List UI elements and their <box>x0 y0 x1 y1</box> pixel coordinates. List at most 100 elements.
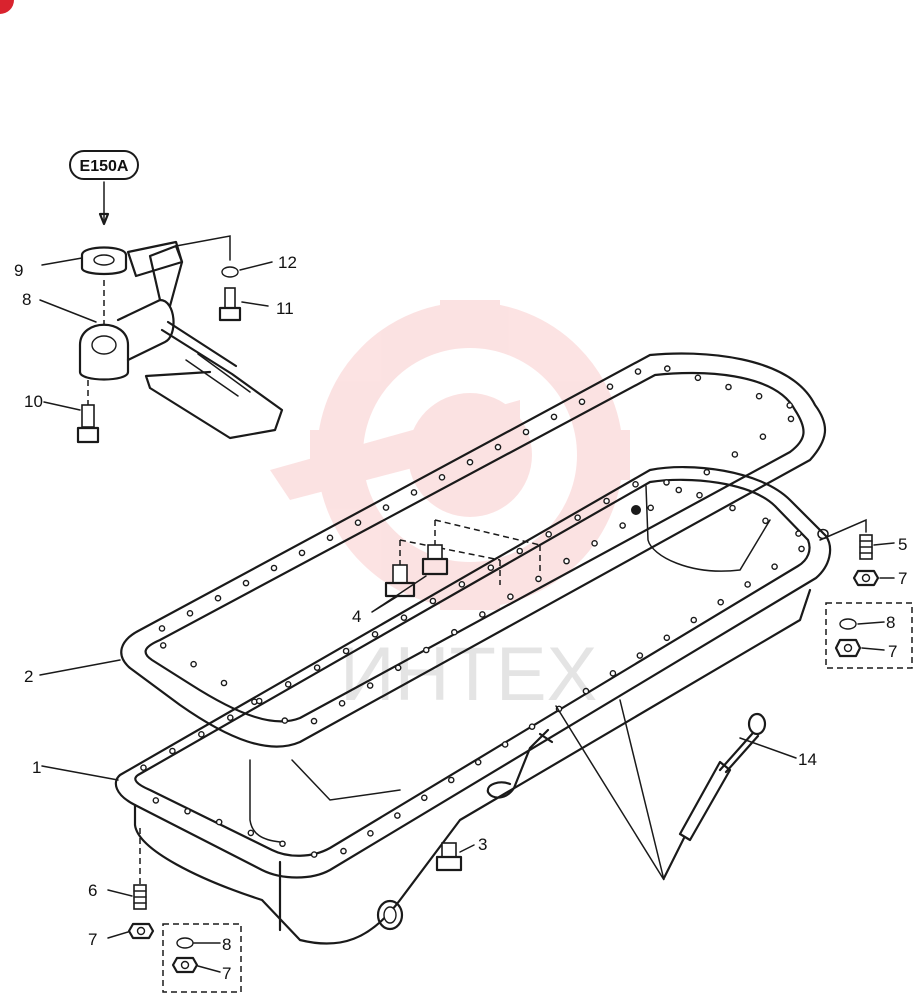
bolt-hole <box>326 534 334 542</box>
bolt-hole <box>298 549 306 557</box>
dipstick-guide <box>486 699 665 881</box>
bolt-hole <box>227 714 234 721</box>
bolt-hole <box>342 647 350 655</box>
bolt-hole <box>535 575 542 583</box>
bolt-hole <box>338 700 346 707</box>
washer-8-right <box>839 618 857 630</box>
bolt-hole <box>755 392 763 400</box>
callout-14: 14 <box>798 750 817 769</box>
bolt-hole <box>458 581 466 588</box>
nut-7-right <box>852 569 880 587</box>
bolt-hole <box>675 486 683 494</box>
bolt-hole <box>281 717 289 724</box>
callout-2: 2 <box>24 667 33 686</box>
bolt-hole <box>762 517 769 525</box>
bolt-hole <box>787 415 795 423</box>
bolt-hole <box>394 812 401 819</box>
bolt-hole <box>215 818 223 826</box>
bolt-hole <box>152 797 160 804</box>
bolt-hole <box>186 610 194 617</box>
callout-7-boxed-right: 7 <box>888 642 897 661</box>
bolt-hole <box>487 564 495 571</box>
bolt-hole <box>279 840 286 848</box>
bolt-hole <box>474 758 482 766</box>
bolt-hole <box>725 383 732 391</box>
bolt-hole <box>438 474 446 481</box>
bolt-hole <box>400 614 408 621</box>
bolt-hole <box>284 681 292 688</box>
bolt-hole <box>694 374 702 382</box>
bolt-hole <box>366 682 374 689</box>
callout-7-right: 7 <box>898 569 907 588</box>
reference-tag-label: E150A <box>80 158 129 175</box>
watermark-text: ИНТЕХ <box>340 632 597 717</box>
bolt-hole <box>516 547 524 555</box>
bolt-hole <box>771 563 778 570</box>
oil-pan-1 <box>114 465 832 945</box>
bolt-hole <box>550 413 558 421</box>
callout-6: 6 <box>88 881 97 900</box>
reference-tag: E150A <box>69 150 139 180</box>
bolt-hole <box>466 458 474 466</box>
callout-12: 11 <box>276 299 294 318</box>
bolt-hole <box>663 634 671 642</box>
bolt-hole <box>744 581 751 588</box>
bolt-hole <box>619 522 626 529</box>
bolt-hole <box>354 519 362 526</box>
bolt-hole <box>563 557 570 565</box>
bolt-hole <box>717 598 724 606</box>
bracket-bolt-12 <box>218 287 242 322</box>
bolt-hole <box>528 723 536 730</box>
nut-7-boxed-left <box>171 956 199 974</box>
bolt-hole <box>632 481 639 488</box>
bolt-hole <box>394 664 402 672</box>
callout-1: 1 <box>32 758 41 777</box>
bolt-hole <box>429 597 437 605</box>
gasket-2 <box>120 352 827 748</box>
bolt-hole <box>647 504 654 512</box>
callout-labels: 9 8 10 12 11 2 1 4 3 5 7 8 7 14 6 7 8 7 <box>14 253 907 983</box>
bolt-hole <box>582 687 590 695</box>
bolt-hole <box>574 514 581 521</box>
bolt-hole <box>494 443 502 451</box>
boxed-group-left <box>162 923 242 993</box>
callout-5: 5 <box>898 535 907 554</box>
bolt-hole <box>786 402 794 409</box>
oil-pan-bolt-holes <box>140 479 805 858</box>
bolt-hole <box>451 628 458 636</box>
bolt-hole <box>340 847 347 855</box>
bolt-hole <box>636 652 644 659</box>
bolt-hole <box>603 497 610 505</box>
bolt-hole <box>447 776 455 784</box>
bolt-hole <box>759 433 767 440</box>
callout-10: 9 <box>14 261 23 280</box>
washer-8-left <box>176 937 194 949</box>
bolt-hole <box>664 365 671 372</box>
callout-4: 4 <box>352 607 361 626</box>
bolt-hole <box>255 697 263 705</box>
bolt-hole <box>690 616 698 624</box>
bolt-hole <box>140 764 147 771</box>
bolt-hole <box>696 491 703 499</box>
bolt-hole <box>382 504 390 511</box>
bolt-hole <box>247 829 255 837</box>
callout-8-right: 8 <box>886 613 895 632</box>
bolt-hole <box>703 468 711 476</box>
bolt-hole <box>501 741 509 748</box>
bolt-hole <box>422 646 430 654</box>
dipstick-14 <box>662 712 767 880</box>
bolt-hole <box>606 383 614 390</box>
bolt-hole <box>158 625 166 632</box>
bolt-hole <box>663 479 670 486</box>
bolt-hole <box>578 398 586 406</box>
bolt-hole <box>591 540 598 547</box>
gasket-bolt-holes <box>158 365 795 725</box>
bolt-hole <box>545 531 552 538</box>
callout-3: 3 <box>478 835 487 854</box>
bolt-hole <box>421 794 428 802</box>
bolt-hole <box>198 731 205 738</box>
bolt-hole <box>159 642 167 649</box>
watermark-logo <box>270 300 630 610</box>
boxed-group-right <box>825 602 913 669</box>
